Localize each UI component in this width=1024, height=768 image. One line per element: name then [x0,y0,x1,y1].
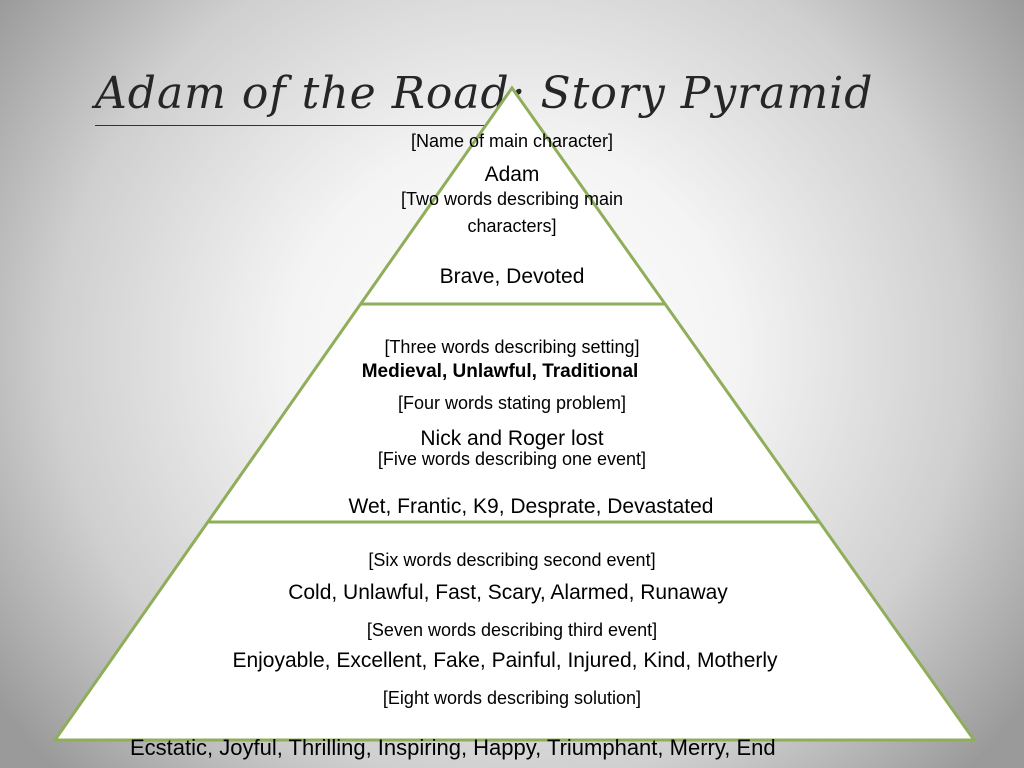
solution-prompt: [Eight words describing solution] [382,688,642,708]
event3-prompt: [Seven words describing third event] [366,620,658,640]
two-words-answer: Brave, Devoted [439,265,585,288]
setting-answer: Medieval, Unlawful, Traditional [361,361,639,382]
event3-answer: Enjoyable, Excellent, Fake, Painful, Inj… [232,649,778,672]
problem-answer: Nick and Roger lost [420,427,604,450]
name-prompt: [Name of main character] [410,131,614,151]
slide-title: Adam of the Road: Story Pyramid [95,68,874,119]
setting-prompt: [Three words describing setting] [384,337,640,357]
event2-answer: Cold, Unlawful, Fast, Scary, Alarmed, Ru… [288,581,728,604]
event1-prompt: [Five words describing one event] [377,449,647,469]
solution-answer: Ecstatic, Joyful, Thrilling, Inspiring, … [130,735,776,760]
name-answer: Adam [484,163,540,186]
event1-answer: Wet, Frantic, K9, Desprate, Devastated [348,495,714,518]
event2-prompt: [Six words describing second event] [368,550,656,570]
pyramid-triangle [52,85,977,742]
two-words-prompt-line1: [Two words describing main [400,189,624,209]
title-underline [95,125,490,126]
two-words-prompt-line2: characters] [467,216,557,236]
problem-prompt: [Four words stating problem] [397,393,627,413]
